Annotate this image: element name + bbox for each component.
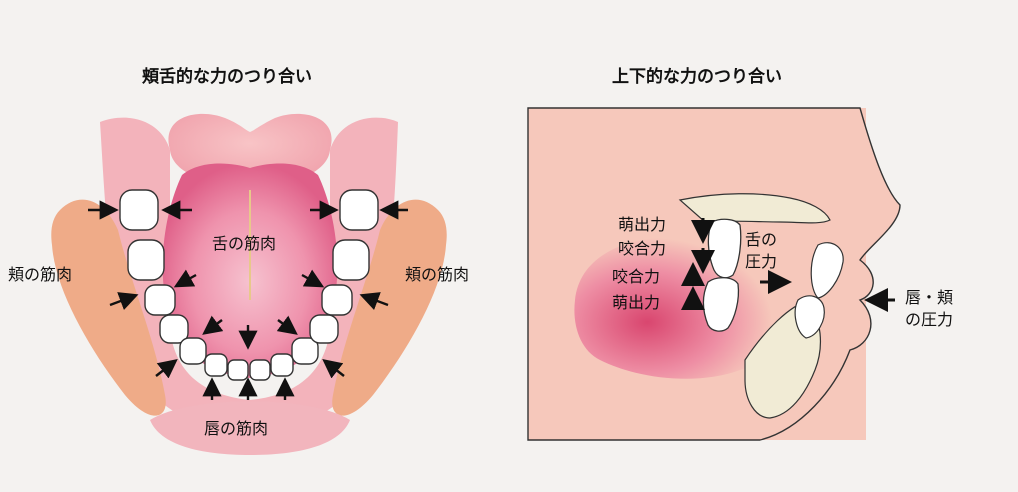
force-arrows-right [681,218,895,312]
cheek-muscle-right [332,199,447,416]
tooth [249,359,271,381]
tooth [159,314,189,344]
occlusal-force-lower-label: 咬合力 [612,267,661,286]
tooth [144,284,176,316]
tooth [291,337,319,365]
tooth [321,284,353,316]
cheek-muscle-left-label: 頬の筋肉 [8,265,73,284]
eruption-force-lower-label: 萌出力 [612,293,661,312]
front-tooth-lower [794,295,825,339]
left-panel-title: 頬舌的な力のつり合い [142,67,312,87]
tooth [227,359,249,381]
cheek-muscle-left [51,199,166,416]
tooth [339,189,379,231]
tooth [270,353,294,377]
force-arrows-left [88,200,408,400]
tooth [309,314,339,344]
tooth [179,337,207,365]
tooth [119,189,159,231]
lip-muscle-label: 唇の筋肉 [204,419,269,438]
tooth [127,239,165,281]
tongue-pressure-label-line1: 舌の [745,230,778,249]
eruption-force-upper-label: 萌出力 [618,215,667,234]
lower-tooth [702,277,740,332]
occlusal-force-upper-label: 咬合力 [618,239,667,258]
cheek-muscle-right-label: 頬の筋肉 [405,265,470,284]
upper-tooth [707,218,742,279]
lip-cheek-pressure-label-line2: の圧力 [905,310,954,329]
lip-cheek-pressure-label-line1: 唇・頬 [905,288,954,307]
front-tooth-upper [810,242,844,299]
right-panel-title: 上下的な力のつり合い [612,67,782,87]
tongue-muscle-label: 舌の筋肉 [212,234,277,253]
lip-muscle [150,401,350,455]
gum-wall [100,117,398,430]
tooth [204,353,228,377]
tongue-pressure-label-line2: 圧力 [745,252,778,271]
teeth-arch [119,189,379,381]
tooth [332,239,370,281]
palate-bone [678,193,831,224]
